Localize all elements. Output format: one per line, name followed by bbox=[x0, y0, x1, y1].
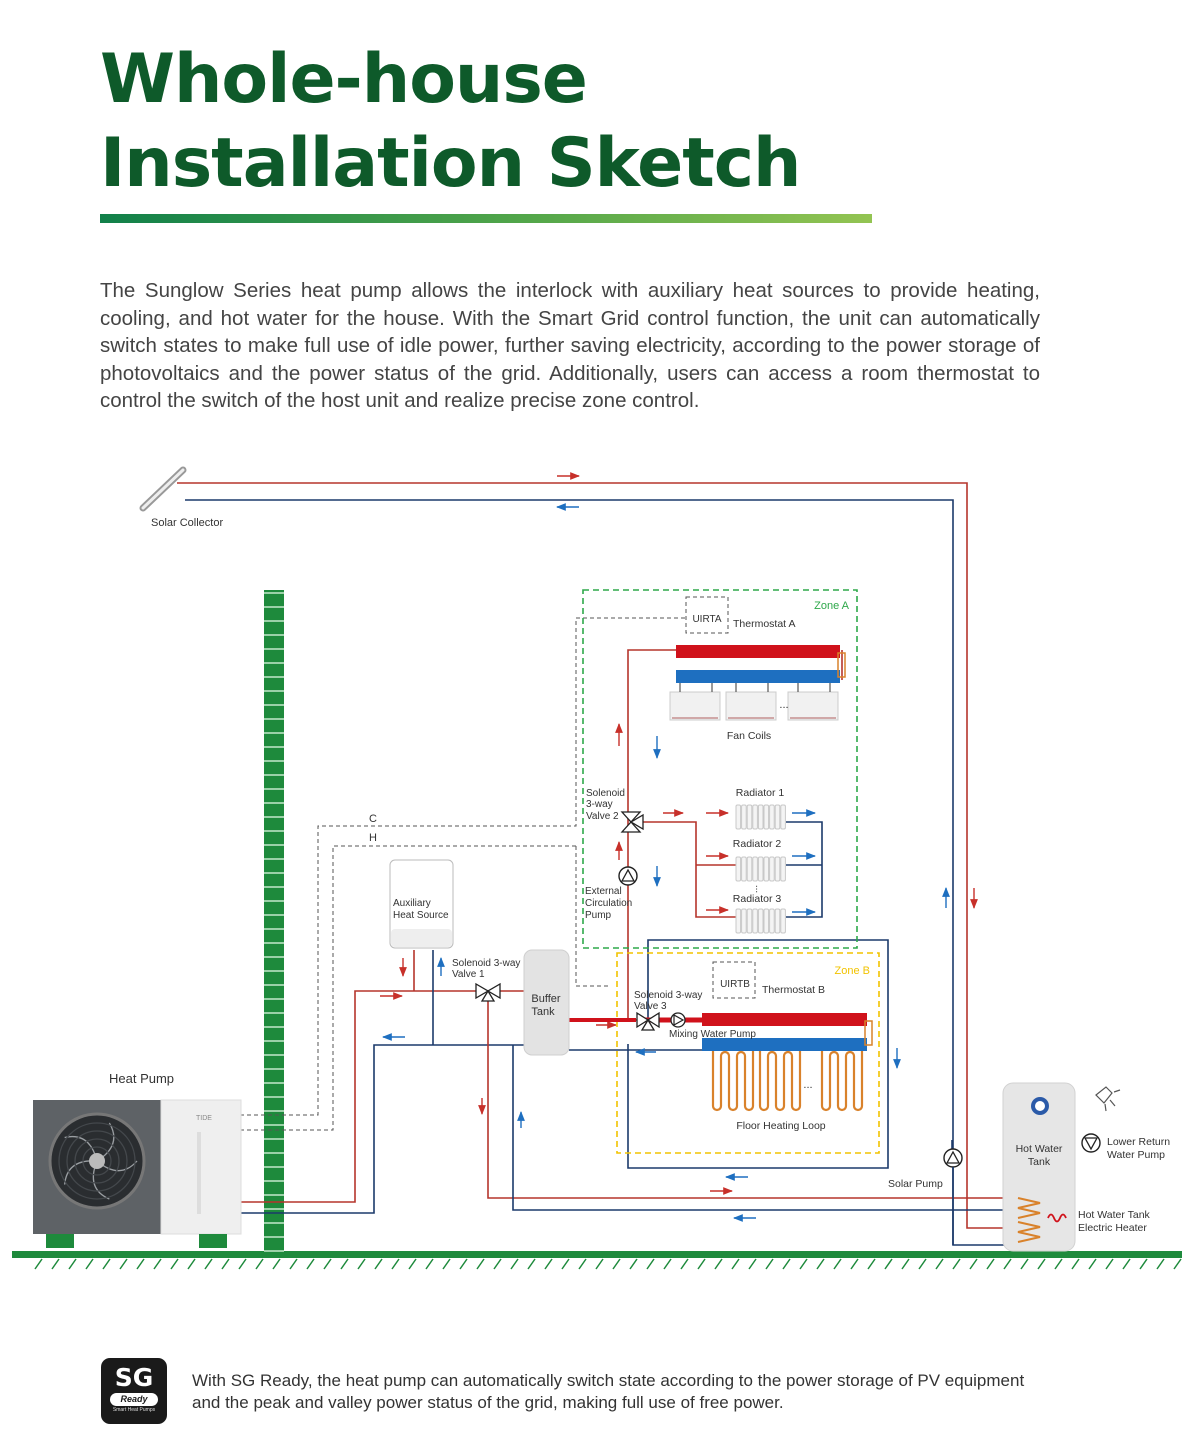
label-radiator-2: Radiator 2 bbox=[733, 838, 782, 850]
sg-ready-badge: SG Ready Smart Heat Pumps bbox=[101, 1358, 167, 1424]
ground bbox=[12, 1251, 1182, 1270]
label-buffer-line2: Tank bbox=[531, 1006, 555, 1018]
label-uirtb: UIRTB bbox=[720, 979, 750, 990]
badge-ready: Ready bbox=[110, 1393, 158, 1406]
label-hwt-line2: Tank bbox=[1028, 1156, 1051, 1168]
zone-b-boundary bbox=[616, 952, 880, 1154]
label-solar-pump: Solar Pump bbox=[888, 1178, 943, 1190]
label-heat-pump: Heat Pump bbox=[109, 1071, 174, 1086]
label-sv3-line2: Valve 3 bbox=[634, 1001, 667, 1012]
label-ext-line1: External bbox=[585, 886, 622, 897]
label-fan-coils: Fan Coils bbox=[727, 730, 771, 742]
label-aux-line2: Heat Source bbox=[393, 910, 449, 921]
installation-diagram: Solar Collector bbox=[12, 466, 1182, 1270]
badge-main: SG bbox=[114, 1363, 154, 1392]
shower-icon bbox=[1095, 1086, 1121, 1112]
buffer-tank bbox=[523, 949, 570, 1056]
heat-pump-brand: TIDE bbox=[196, 1115, 212, 1122]
fan-coil-ellipsis: ... bbox=[779, 699, 788, 711]
label-aux-line1: Auxiliary bbox=[393, 898, 431, 909]
label-zone-a: Zone A bbox=[814, 600, 850, 612]
floor-loop-ellipsis: ... bbox=[803, 1079, 812, 1091]
zone-a-boundary bbox=[582, 589, 858, 949]
label-radiator-3: Radiator 3 bbox=[733, 893, 782, 905]
label-ext-line3: Pump bbox=[585, 910, 612, 921]
intro-paragraph: The Sunglow Series heat pump allows the … bbox=[100, 279, 1040, 412]
control-wiring bbox=[240, 596, 756, 1131]
badge-sub: Smart Heat Pumps bbox=[112, 1407, 156, 1413]
label-zone-b: Zone B bbox=[835, 965, 870, 977]
label-lower-line2: Water Pump bbox=[1107, 1149, 1165, 1161]
label-heater-line1: Hot Water Tank bbox=[1078, 1209, 1151, 1221]
solar-pump-icon bbox=[943, 1148, 963, 1168]
flow-arrows bbox=[380, 472, 978, 1222]
label-thermostat-b: Thermostat B bbox=[762, 984, 825, 996]
label-sv1-line1: Solenoid 3-way bbox=[452, 958, 520, 969]
radiator-ellipsis: ... bbox=[753, 885, 764, 893]
page-title: Whole-house Installation Sketch bbox=[100, 38, 801, 206]
mixing-pump-icon bbox=[670, 1012, 686, 1028]
label-h: H bbox=[369, 832, 377, 844]
footer-text: With SG Ready, the heat pump can automat… bbox=[192, 1371, 1025, 1412]
label-uirta: UIRTA bbox=[692, 614, 721, 625]
label-c: C bbox=[369, 813, 377, 825]
label-radiator-1: Radiator 1 bbox=[736, 787, 785, 799]
title-line-1: Whole-house bbox=[100, 40, 588, 119]
label-solar-collector: Solar Collector bbox=[151, 517, 223, 529]
pipework bbox=[177, 482, 1018, 1246]
label-lower-line1: Lower Return bbox=[1107, 1136, 1170, 1148]
label-sv1-line2: Valve 1 bbox=[452, 969, 485, 980]
auxiliary-heat-source bbox=[389, 859, 454, 949]
external-pump-icon bbox=[618, 866, 638, 886]
label-ext-line2: Circulation bbox=[585, 898, 632, 909]
manifold-a bbox=[676, 645, 846, 683]
solenoid-valve-2-icon bbox=[620, 811, 644, 833]
title-underline bbox=[100, 214, 872, 223]
label-mixing-pump: Mixing Water Pump bbox=[669, 1029, 756, 1040]
floor-heating-loops bbox=[711, 1050, 864, 1112]
label-floor-heating-loop: Floor Heating Loop bbox=[736, 1120, 825, 1132]
house-wall bbox=[264, 590, 284, 1252]
solenoid-valve-1-icon bbox=[475, 982, 501, 1002]
label-hwt-line1: Hot Water bbox=[1016, 1143, 1063, 1155]
label-sv2-line1: Solenoid bbox=[586, 788, 625, 799]
label-sv2-line2: 3-way bbox=[586, 799, 613, 810]
lower-return-pump-icon bbox=[1081, 1133, 1101, 1153]
title-line-2: Installation Sketch bbox=[100, 124, 801, 203]
radiators bbox=[735, 804, 786, 934]
hot-water-tank bbox=[1002, 1082, 1076, 1252]
label-sv2-line3: Valve 2 bbox=[586, 811, 619, 822]
solar-collector-icon bbox=[139, 466, 187, 512]
label-heater-line2: Electric Heater bbox=[1078, 1222, 1147, 1234]
label-buffer-line1: Buffer bbox=[531, 993, 560, 1005]
label-thermostat-a: Thermostat A bbox=[733, 618, 795, 630]
fan-coils bbox=[669, 683, 839, 721]
heat-pump-unit bbox=[33, 1099, 242, 1248]
solenoid-valve-3-icon bbox=[636, 1011, 660, 1031]
label-sv3-line1: Solenoid 3-way bbox=[634, 990, 702, 1001]
